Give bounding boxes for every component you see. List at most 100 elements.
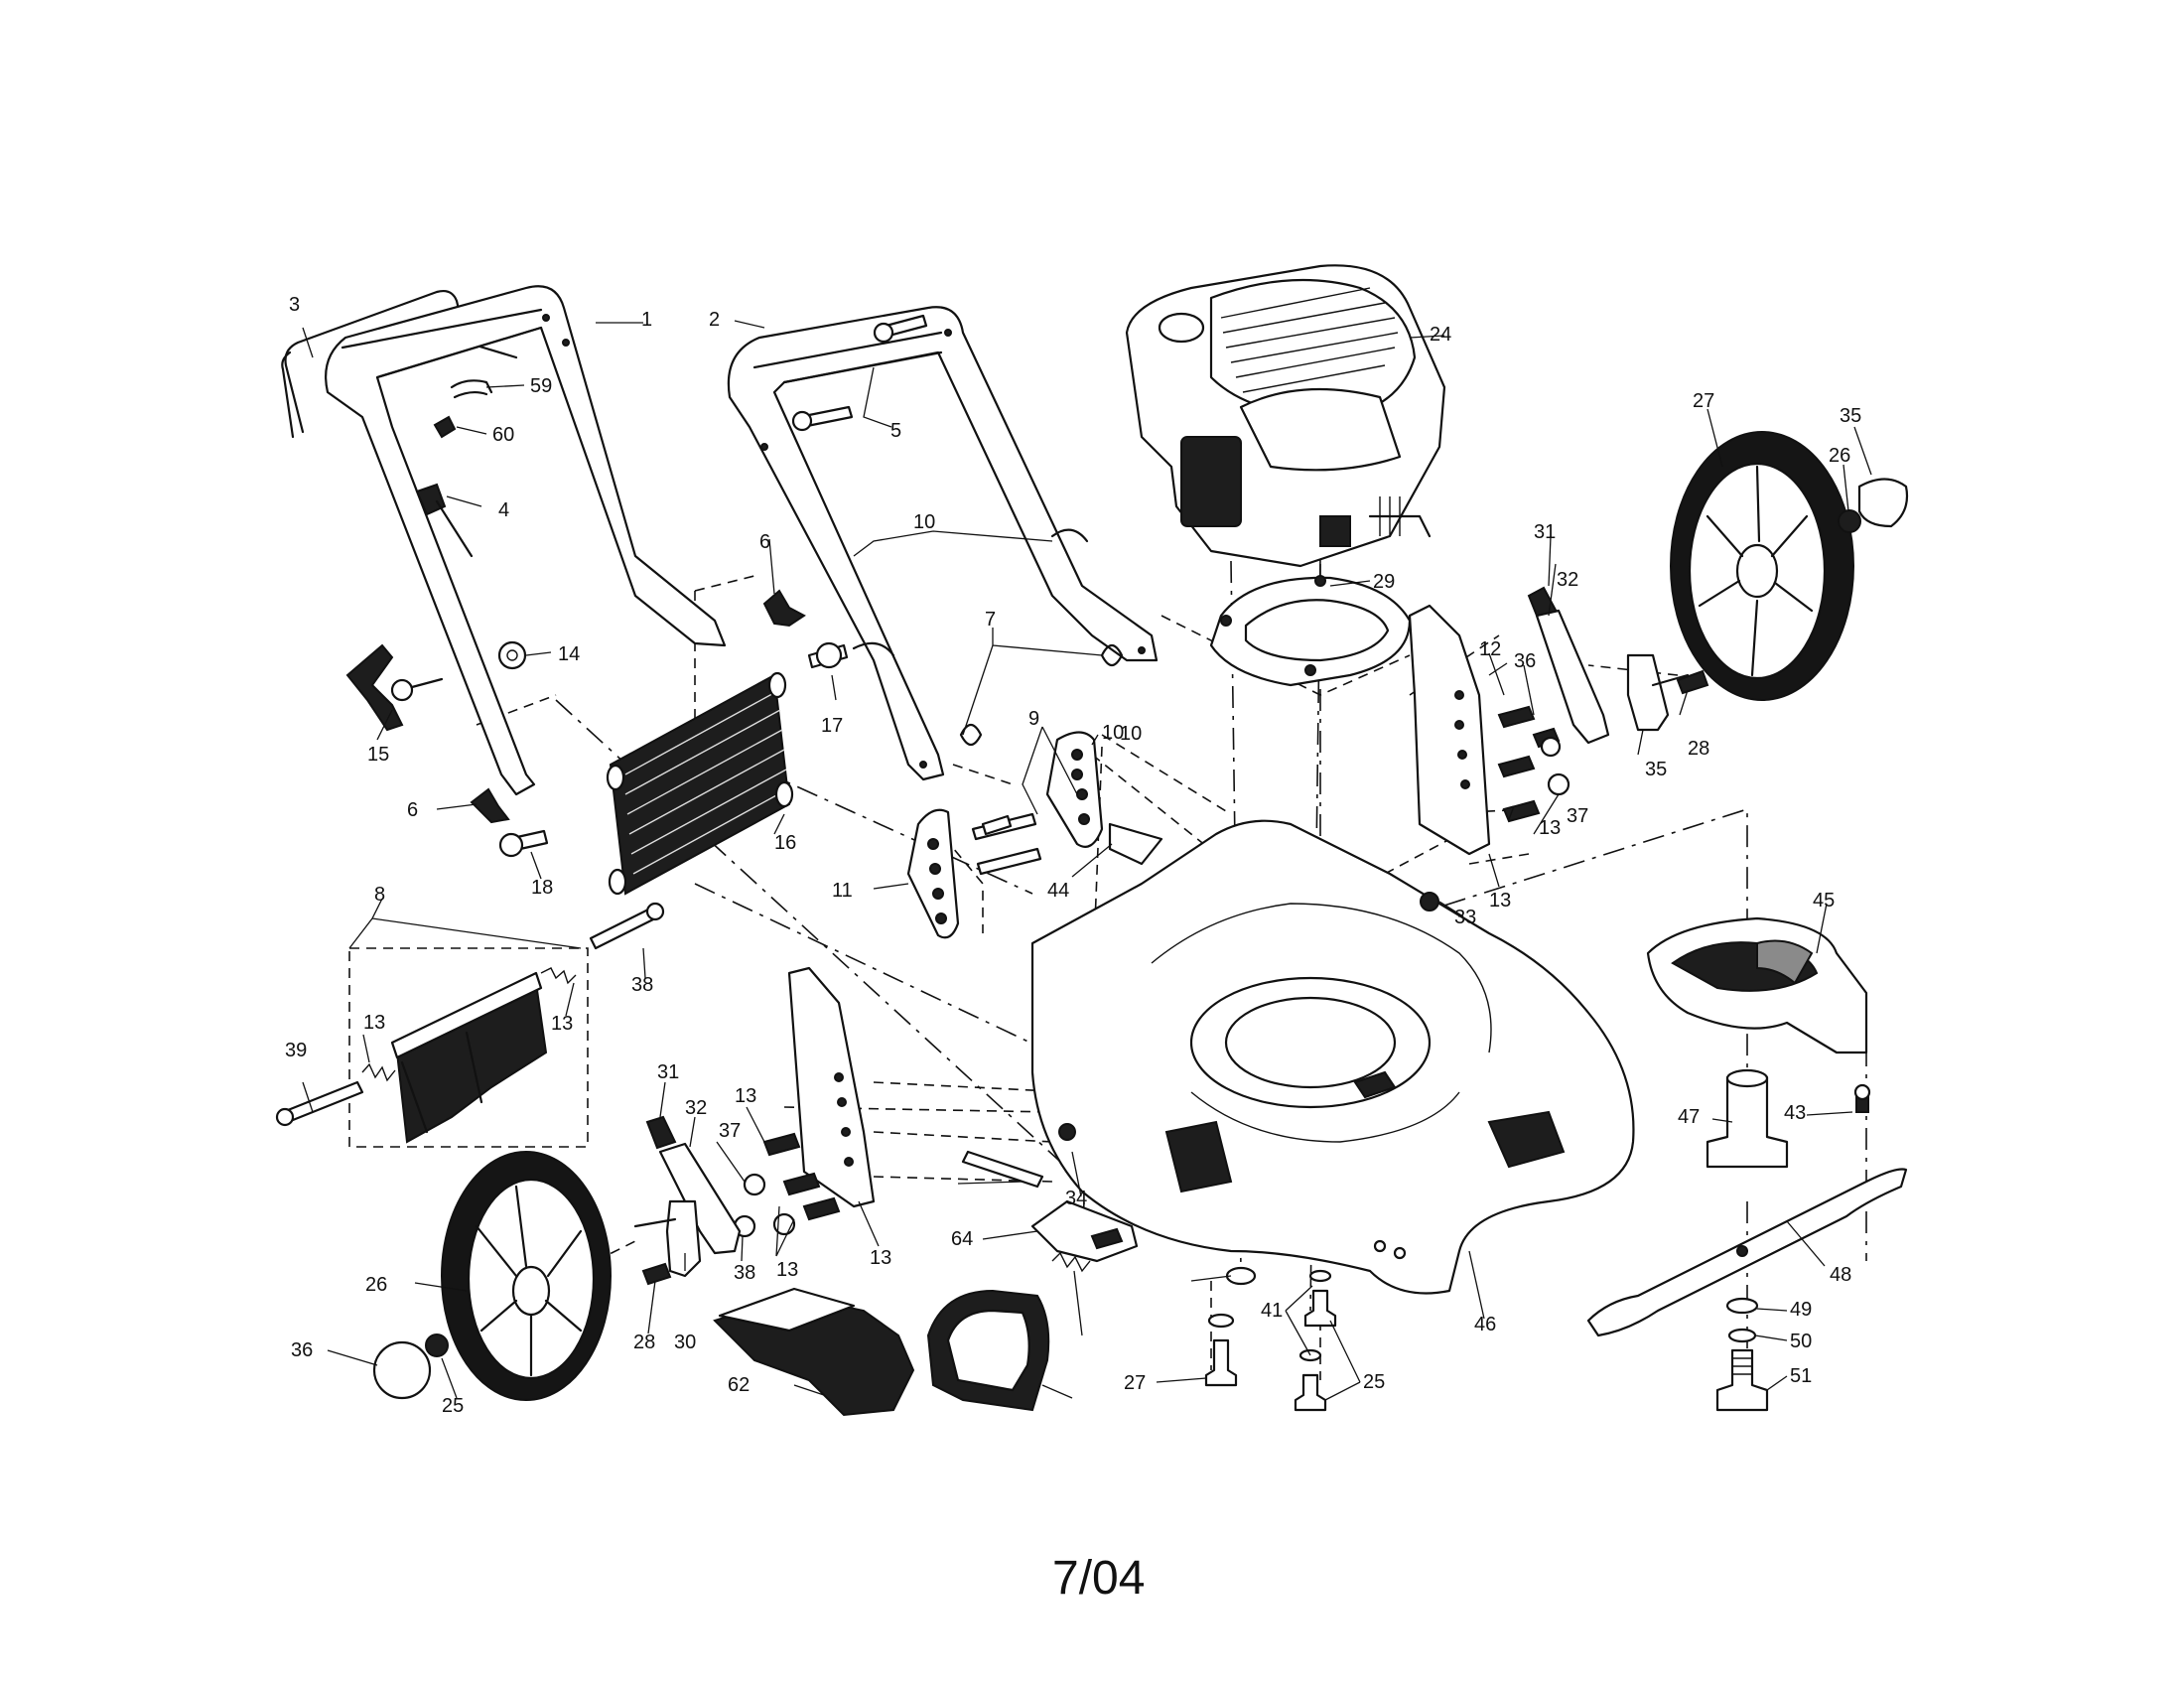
callout-label: 38 <box>734 1262 755 1284</box>
spring-61 <box>1051 1251 1091 1273</box>
callout-label: 26 <box>365 1274 387 1296</box>
clip-7-lower <box>959 723 983 747</box>
callout-label: 35 <box>1645 759 1667 780</box>
lever-32-right <box>1535 609 1610 745</box>
callout-label: 31 <box>1534 521 1556 543</box>
wing-knob-19 <box>345 643 404 732</box>
callout-label: 36 <box>291 1339 313 1361</box>
callout-label: 18 <box>531 877 553 899</box>
callout-label: 15 <box>367 744 389 766</box>
callout-label: 44 <box>1047 880 1069 902</box>
left-wheel-27 <box>372 1151 612 1401</box>
callout-label: 45 <box>1813 890 1835 912</box>
callout-label: 51 <box>1790 1365 1812 1387</box>
rod-36-left <box>281 1080 364 1124</box>
callout-label: 32 <box>685 1097 707 1119</box>
lower-handle-assembly <box>727 306 1159 781</box>
callout-label: 14 <box>558 643 580 665</box>
washer-48 <box>1725 1297 1759 1315</box>
callout-label: 28 <box>1688 738 1709 760</box>
left-height-adjuster <box>733 966 1076 1238</box>
strap-8-lower <box>852 641 895 657</box>
callout-label: 34 <box>1065 1188 1087 1209</box>
callout-labels: 3 1 2 59 60 4 5 24 10 7 9 10 6 14 15 17 … <box>285 294 1861 1417</box>
upper-handle-assembly <box>281 285 727 796</box>
decal-45 <box>1108 822 1163 866</box>
bracket-30 <box>665 1199 702 1278</box>
callout-label: 62 <box>728 1374 750 1396</box>
rod-62 <box>961 1150 1044 1189</box>
callout-label: 5 <box>890 420 901 442</box>
callout-label: 6 <box>759 531 770 553</box>
callout-label: 11 <box>832 880 853 902</box>
callout-label: 13 <box>776 1259 798 1281</box>
callout-label: 13 <box>551 1013 573 1035</box>
knob-6-upper <box>762 589 806 628</box>
callout-label: 36 <box>1514 650 1536 672</box>
callout-label: 46 <box>1474 1314 1496 1335</box>
callout-label: 4 <box>498 499 509 521</box>
washer-49 <box>1727 1328 1757 1343</box>
callout-label: 31 <box>657 1061 679 1083</box>
callout-label: 13 <box>735 1085 756 1107</box>
date-code: 7/04 <box>1052 1552 1145 1605</box>
callout-label: 64 <box>951 1228 973 1250</box>
callout-label: 41 <box>1261 1300 1283 1322</box>
rod-36-right <box>589 907 657 950</box>
callout-label: 24 <box>1430 324 1451 346</box>
upper-handle-left-tube <box>325 285 727 796</box>
callout-label: 35 <box>1840 405 1861 427</box>
callout-label: 60 <box>492 424 514 446</box>
callout-label: 33 <box>1454 907 1476 928</box>
callout-label: 49 <box>1790 1299 1812 1321</box>
right-wheel-lever <box>1527 586 1709 745</box>
right-wheel-27 <box>1670 431 1909 701</box>
knob-6-lower <box>470 787 510 824</box>
callout-label: 25 <box>442 1395 464 1417</box>
callout-label: 6 <box>407 799 418 821</box>
callout-label: 10 <box>1102 722 1124 744</box>
callout-label: 17 <box>821 715 843 737</box>
callout-label: 27 <box>1124 1372 1146 1394</box>
height-adjuster-14 <box>1408 604 1570 912</box>
callout-label: 59 <box>530 375 552 397</box>
clip-51 <box>450 379 493 394</box>
nut-18 <box>497 640 527 670</box>
left-wheel-lever <box>633 1115 742 1286</box>
callout-label: 37 <box>719 1120 741 1142</box>
callout-label: 2 <box>709 309 720 331</box>
rear-flap-assembly-9 <box>275 902 665 1148</box>
callout-label: 39 <box>285 1040 307 1061</box>
callout-label: 10 <box>913 511 935 533</box>
cable-guide-4 <box>415 483 447 516</box>
hubcap-35-left <box>372 1340 432 1400</box>
callout-label: 43 <box>1784 1102 1806 1124</box>
callout-label: 13 <box>870 1247 891 1269</box>
spring-17 <box>361 1062 396 1082</box>
callout-label: 28 <box>633 1332 655 1353</box>
strap-8-upper <box>1050 528 1089 543</box>
callout-label: 47 <box>1678 1106 1700 1128</box>
callout-label: 32 <box>1557 569 1578 591</box>
callout-label: 38 <box>631 974 653 996</box>
bolt-25-a <box>1204 1338 1238 1387</box>
adjuster-15 <box>787 966 876 1208</box>
callout-label: 16 <box>774 832 796 854</box>
clip-7-upper <box>1100 643 1124 667</box>
deck-bolts <box>1204 1266 1337 1412</box>
callout-label: 48 <box>1830 1264 1851 1286</box>
bracket-60 <box>1030 1199 1139 1263</box>
leader-lines <box>302 320 1872 1401</box>
washer-63 <box>1225 1266 1257 1286</box>
hubcap-35-right <box>1857 478 1909 528</box>
handle-fasteners <box>345 314 1124 858</box>
callout-label: 9 <box>1028 708 1039 730</box>
gasket-29 <box>1209 575 1412 687</box>
callout-label: 25 <box>1363 1371 1385 1393</box>
blade-assembly <box>1586 916 1908 1412</box>
callout-label: 3 <box>289 294 300 316</box>
spring-16 <box>540 967 577 985</box>
callout-label: 1 <box>641 309 652 331</box>
knob-31-left <box>645 1115 677 1150</box>
